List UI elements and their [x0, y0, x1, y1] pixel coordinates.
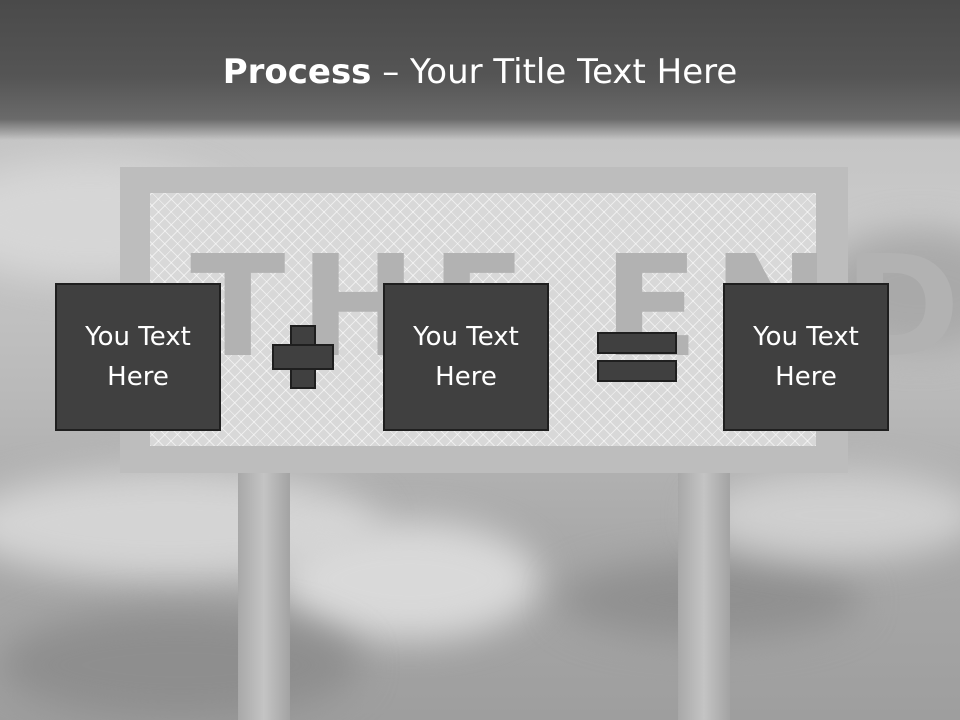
- equals-bottom-bar: [597, 360, 677, 382]
- billboard-post-left: [238, 473, 290, 720]
- cloud-shape: [0, 610, 360, 720]
- text-box-2[interactable]: You Text Here: [383, 283, 549, 431]
- text-box-label: You Text Here: [753, 322, 859, 392]
- title-band: [0, 0, 960, 140]
- billboard-post-right: [678, 473, 730, 720]
- slide-title[interactable]: Process – Your Title Text Here: [0, 52, 960, 92]
- cloud-shape: [280, 520, 540, 640]
- text-box-1[interactable]: You Text Here: [55, 283, 221, 431]
- plus-center: [292, 346, 314, 368]
- text-box-label: You Text Here: [413, 322, 519, 392]
- text-box-3[interactable]: You Text Here: [723, 283, 889, 431]
- title-bold-part: Process: [222, 52, 372, 92]
- title-rest-part: – Your Title Text Here: [371, 52, 738, 92]
- cloud-shape: [700, 470, 960, 560]
- text-box-label: You Text Here: [85, 322, 191, 392]
- equals-top-bar: [597, 332, 677, 354]
